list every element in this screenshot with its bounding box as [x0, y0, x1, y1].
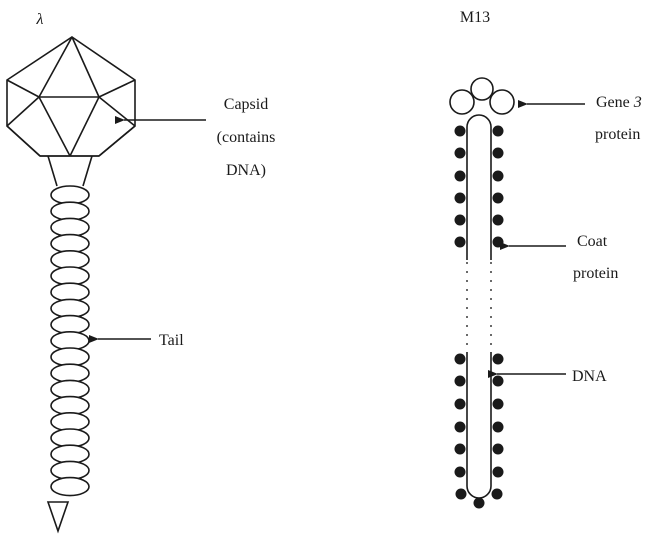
- lambda-title: λ: [36, 11, 44, 28]
- tail-tip: [46, 501, 70, 534]
- gene3-protein-cluster: [449, 77, 515, 115]
- lambda-phage: λ Capsid (contains DNA): [6, 11, 276, 534]
- tail-segment: [50, 298, 90, 319]
- tail-segment: [50, 411, 90, 432]
- coat-protein-dot: [454, 125, 466, 137]
- coat-protein-dot: [492, 353, 504, 365]
- gene3-label-line1: Gene 3: [596, 94, 642, 111]
- coat-protein-dot: [473, 497, 485, 509]
- coat-protein-dot: [492, 398, 504, 410]
- tail-label: Tail: [159, 332, 184, 349]
- capsid-label-line2: (contains: [217, 129, 276, 146]
- tail-segment: [50, 282, 90, 303]
- coat-protein-dot: [492, 466, 504, 478]
- coat-protein-dot: [454, 170, 466, 182]
- tail-segment: [50, 379, 90, 400]
- gene3-protein-top: [470, 77, 494, 101]
- tail-segment: [50, 201, 90, 221]
- gene3-label-line2: protein: [595, 126, 640, 143]
- m13-upper-tube: [466, 114, 492, 260]
- capsid-label-line1: Capsid: [224, 96, 268, 113]
- gene3-protein-left: [449, 89, 475, 115]
- lambda-capsid: [6, 36, 136, 187]
- coat-protein-dot: [454, 192, 466, 204]
- coat-protein-dot: [491, 488, 503, 500]
- m13-phage: M13 Gene 3 protein Coat protein DNA: [449, 9, 642, 509]
- m13-lower-tube: [466, 352, 492, 499]
- capsid-label-line3: DNA): [226, 162, 266, 179]
- tail-segment: [50, 428, 90, 448]
- m13-body: [466, 114, 492, 499]
- coat-protein-dot: [492, 170, 504, 182]
- coat-protein-dot: [454, 466, 466, 478]
- lambda-tail: [50, 185, 90, 497]
- coat-protein-dot: [492, 192, 504, 204]
- tail-segment: [50, 185, 90, 205]
- tail-segment: [50, 233, 90, 254]
- coat-protein-dots: [454, 125, 504, 509]
- tail-segment: [50, 476, 90, 497]
- coat-protein-dot: [454, 147, 466, 159]
- tail-segment: [50, 217, 90, 238]
- gene3-label-text: Gene: [596, 94, 634, 111]
- coat-protein-dot: [492, 125, 504, 137]
- tail-segment: [50, 330, 90, 351]
- coat-label-line2: protein: [573, 265, 618, 282]
- coat-protein-dot: [454, 421, 466, 433]
- m13-title: M13: [460, 9, 490, 26]
- coat-protein-dot: [492, 147, 504, 159]
- coat-protein-dot: [492, 443, 504, 455]
- tail-segment: [50, 266, 90, 286]
- coat-protein-dot: [454, 398, 466, 410]
- coat-protein-dot: [454, 443, 466, 455]
- coat-protein-dot: [454, 236, 466, 248]
- coat-protein-dot: [454, 214, 466, 226]
- coat-protein-dot: [455, 488, 467, 500]
- coat-protein-dot: [492, 421, 504, 433]
- tail-segment: [50, 444, 90, 465]
- dna-label: DNA: [572, 368, 607, 385]
- tail-segment: [50, 363, 90, 384]
- coat-protein-dot: [454, 375, 466, 387]
- tail-segment: [50, 249, 90, 270]
- coat-label-line1: Coat: [577, 233, 608, 250]
- gene3-protein-right: [489, 89, 515, 115]
- tail-segment: [50, 347, 90, 367]
- tail-segment: [50, 314, 90, 335]
- coat-protein-dot: [454, 353, 466, 365]
- gene3-label-number: 3: [633, 94, 642, 111]
- coat-protein-dot: [492, 375, 504, 387]
- tail-segment: [50, 460, 90, 481]
- coat-protein-dot: [492, 214, 504, 226]
- tail-segment: [50, 395, 90, 416]
- coat-protein-dot: [492, 236, 504, 248]
